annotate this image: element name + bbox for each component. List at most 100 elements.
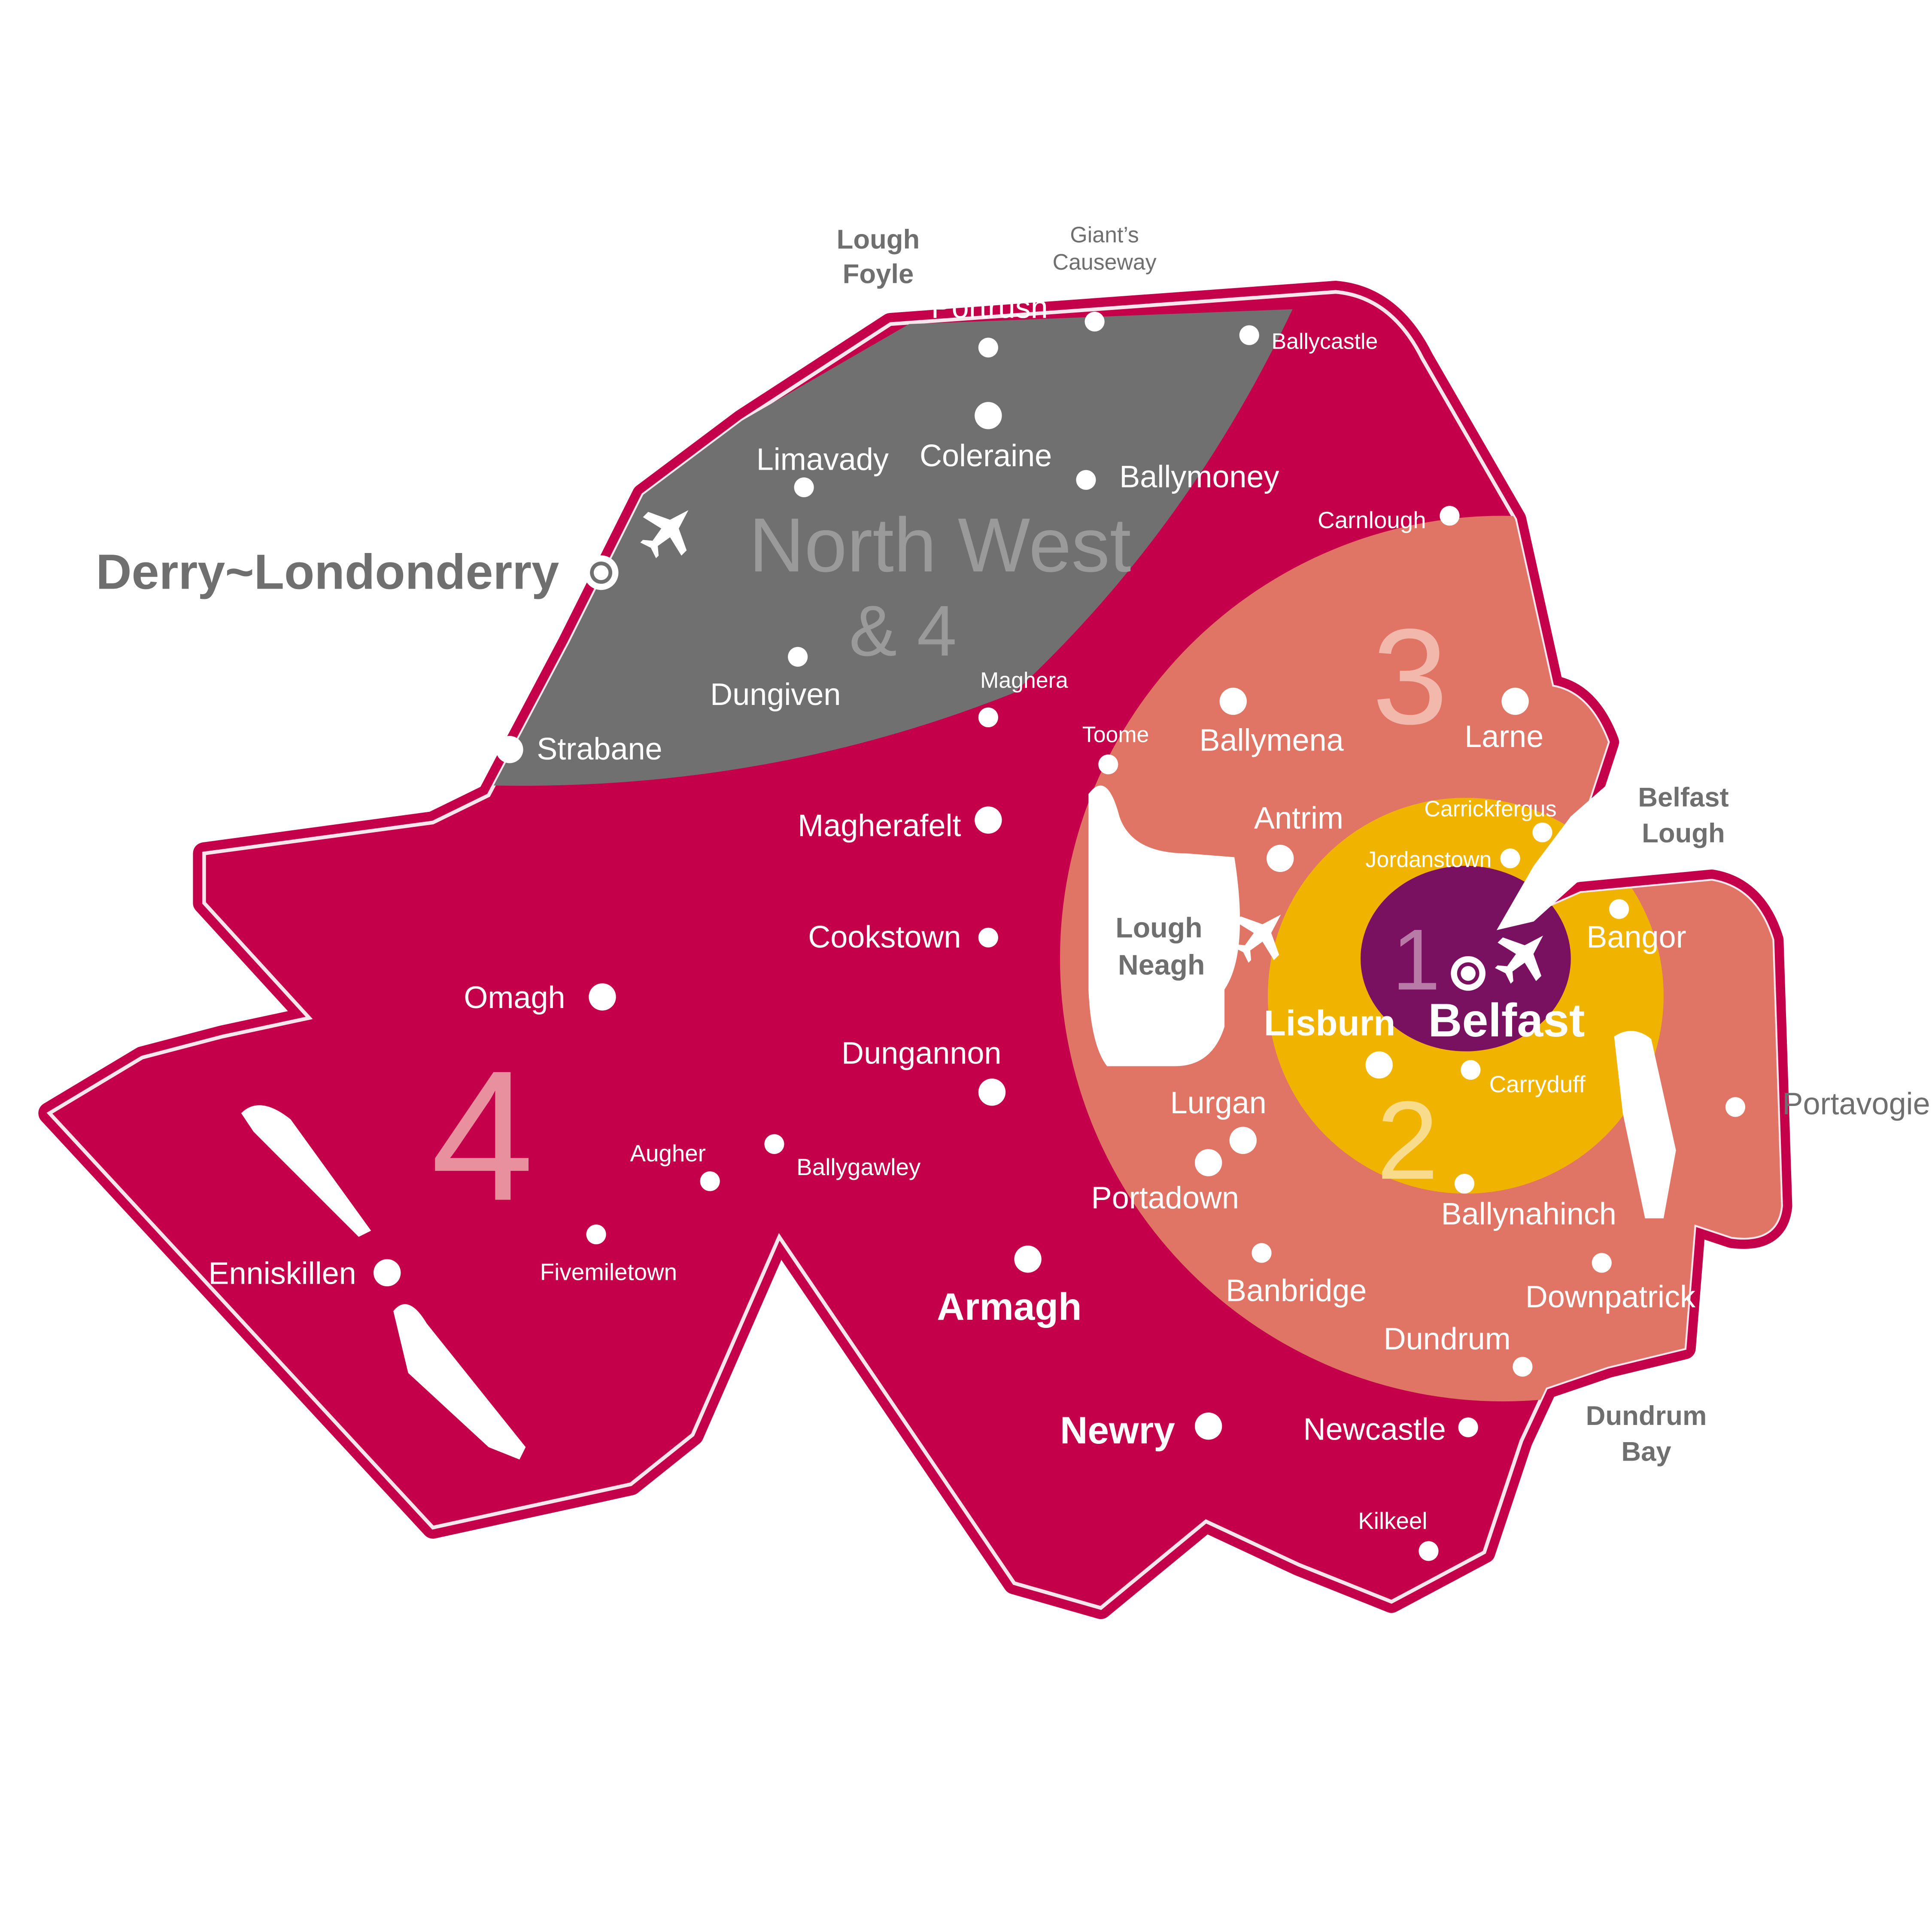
town-dot-icon (1229, 1127, 1257, 1154)
lough-foyle-label: Lough (837, 225, 920, 255)
town-label-dundrum: Dundrum (1384, 1322, 1511, 1356)
town-dot-icon (1532, 822, 1552, 842)
zone-north-west-label-2: & 4 (849, 591, 957, 671)
town-label-jordanstown: Jordanstown (1365, 847, 1492, 872)
town-label-strabane: Strabane (537, 732, 662, 766)
town-label-carrickfergus: Carrickfergus (1424, 796, 1556, 821)
city-marker-icon (1451, 956, 1485, 991)
town-dot-icon (1194, 1413, 1222, 1440)
town-dot-icon (1084, 311, 1105, 332)
town-label-toome: Toome (1082, 722, 1149, 747)
town-label-enniskillen: Enniskillen (208, 1256, 356, 1291)
town-dot-icon (1609, 899, 1629, 919)
town-label-portavogie: Portavogie (1782, 1087, 1930, 1121)
town-dot-icon (1592, 1253, 1612, 1273)
town-dot-icon (1440, 506, 1460, 526)
town-label-armagh: Armagh (937, 1285, 1081, 1328)
town-dot-icon (1076, 470, 1096, 490)
town-dot-icon (1252, 1243, 1272, 1263)
town-label-fivemiletown: Fivemiletown (540, 1259, 677, 1285)
dundrum-bay-label-2: Bay (1621, 1437, 1671, 1467)
dundrum-bay-label: Dundrum (1586, 1401, 1707, 1431)
belfast-lough-label-2: Lough (1642, 818, 1725, 848)
lough-neagh-label: Lough (1115, 912, 1202, 944)
town-label-lisburn: Lisburn (1264, 1002, 1395, 1043)
town-dot-icon (1239, 325, 1259, 345)
town-label-ballymoney: Ballymoney (1119, 460, 1279, 494)
town-label-banbridge: Banbridge (1226, 1274, 1367, 1308)
zone-3-label: 3 (1372, 601, 1448, 753)
town-dot-icon (975, 806, 1002, 834)
town-label-maghera: Maghera (980, 668, 1068, 693)
town-label-ballycastle: Ballycastle (1272, 328, 1378, 353)
town-label-portrush: Portrush (931, 290, 1048, 325)
town-dot-icon (1458, 1417, 1478, 1437)
belfast-lough-water (1496, 781, 1658, 930)
town-label-lurgan: Lurgan (1170, 1086, 1267, 1120)
town-label-ballygawley: Ballygawley (796, 1154, 921, 1180)
town-label-kilkeel: Kilkeel (1358, 1507, 1427, 1534)
giants-causeway-label: Giant’s (1070, 222, 1139, 247)
town-label-carnlough: Carnlough (1318, 507, 1426, 533)
town-dot-icon (1014, 1245, 1042, 1273)
town-label-ballymena: Ballymena (1199, 723, 1344, 758)
town-label-downpatrick: Downpatrick (1525, 1280, 1696, 1314)
town-label-dungiven: Dungiven (710, 677, 841, 712)
town-dot-icon (589, 983, 616, 1011)
town-label-portadown: Portadown (1091, 1181, 1239, 1215)
town-label-magherafelt: Magherafelt (798, 809, 961, 843)
town-dot-icon (1194, 1149, 1222, 1176)
zone-1-label: 1 (1392, 911, 1440, 1008)
town-dot-icon (1098, 754, 1118, 775)
lough-foyle-label-2: Foyle (843, 259, 914, 289)
town-dot-icon (586, 1224, 606, 1245)
town-label-newry: Newry (1060, 1409, 1175, 1452)
town-label-bangor: Bangor (1586, 920, 1686, 954)
strangford-lough-water (1614, 1031, 1676, 1218)
town-dot-icon (978, 337, 998, 358)
town-dot-icon (1461, 1060, 1481, 1080)
town-dot-icon (788, 647, 808, 667)
town-dot-icon (1501, 687, 1529, 715)
lough-neagh-label-2: Neagh (1118, 949, 1205, 981)
town-dot-icon (1267, 844, 1294, 872)
town-label-limavady: Limavady (756, 443, 889, 477)
town-dot-icon (978, 707, 998, 727)
upper-lough-erne-water (393, 1304, 526, 1460)
town-dot-icon (978, 927, 998, 948)
town-label-larne: Larne (1464, 720, 1543, 754)
town-label-dungannon: Dungannon (841, 1036, 1001, 1071)
town-label-carryduff: Carryduff (1489, 1071, 1586, 1097)
belfast-lough-label: Belfast (1638, 782, 1728, 812)
zone-4-label: 4 (431, 1032, 534, 1239)
town-dot-icon (1725, 1097, 1745, 1117)
town-dot-icon (374, 1259, 401, 1287)
town-dot-icon (975, 402, 1002, 429)
town-dot-icon (764, 1134, 784, 1154)
zone-north-west (488, 309, 1293, 786)
town-label-belfast: Belfast (1428, 994, 1585, 1047)
town-dots (374, 311, 1745, 1561)
town-dot-icon (1365, 1051, 1393, 1079)
town-label-derry: Derry~Londonderry (96, 544, 559, 599)
town-label-omagh: Omagh (464, 981, 565, 1015)
town-dot-icon (1513, 1357, 1533, 1377)
town-label-antrim: Antrim (1254, 801, 1343, 835)
town-label-ballynahinch: Ballynahinch (1441, 1197, 1616, 1231)
town-dot-icon (496, 736, 523, 763)
town-label-newcastle: Newcastle (1303, 1412, 1446, 1446)
zone-north-west-label: North West (749, 502, 1131, 588)
town-dot-icon (978, 1078, 1006, 1106)
town-dot-icon (1454, 1173, 1475, 1194)
town-label-cookstown: Cookstown (808, 920, 961, 954)
lower-lough-erne-water (241, 1105, 371, 1237)
town-dot-icon (794, 477, 814, 498)
town-label-augher: Augher (630, 1140, 705, 1166)
zone-2-label: 2 (1376, 1078, 1438, 1203)
town-dot-icon (1500, 848, 1520, 869)
town-dot-icon (700, 1171, 720, 1191)
city-marker-icon (583, 555, 619, 590)
lough-neagh-water (1088, 785, 1240, 1066)
town-dot-icon (1419, 1541, 1439, 1561)
